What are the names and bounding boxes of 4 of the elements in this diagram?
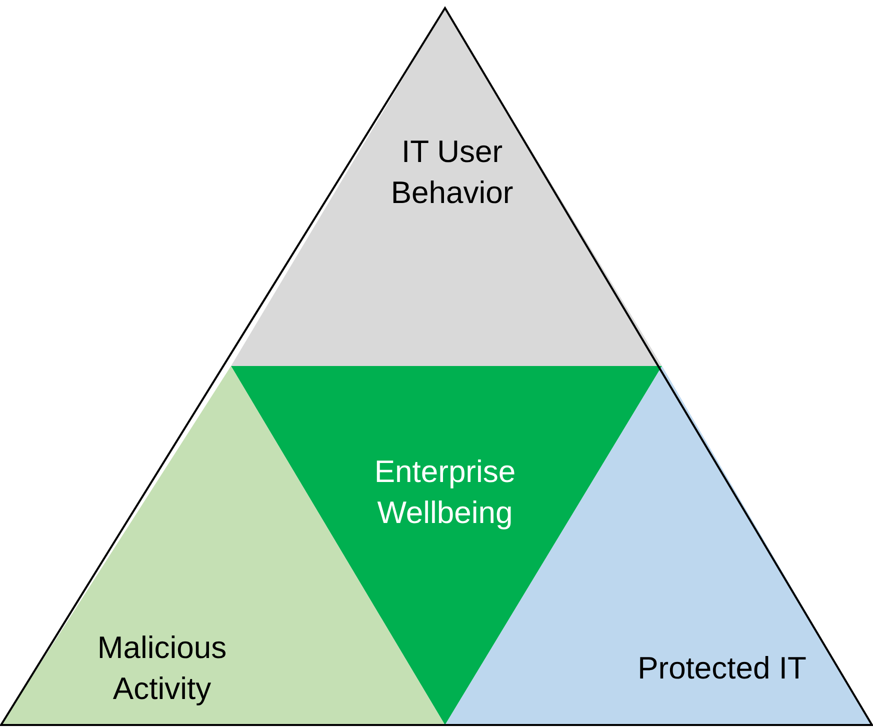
segment-label: Malicious Activity [96, 629, 228, 708]
segment-label: Protected IT [636, 650, 808, 688]
segment-label: Enterprise Wellbeing [373, 453, 517, 532]
segment-label: IT User Behavior [390, 133, 514, 212]
